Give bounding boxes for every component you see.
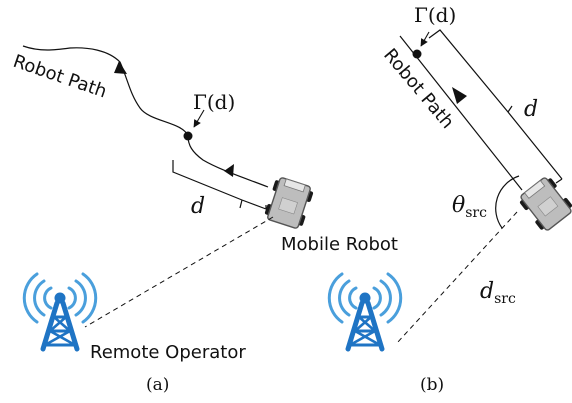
gamma-label-a: Γ(d) <box>193 90 235 114</box>
robot-car-icon-a <box>262 175 316 231</box>
path-arrow-upper-a <box>114 61 127 74</box>
path-arrow-lower-a <box>224 164 234 177</box>
gamma-pointer-b <box>420 31 430 47</box>
theta-subscript: src <box>465 205 487 221</box>
gamma-point-b <box>412 49 422 59</box>
path-arrow-b <box>452 87 467 104</box>
remote-operator-label: Remote Operator <box>90 342 246 363</box>
dsrc-subscript: src <box>494 291 516 307</box>
caption-a: (a) <box>146 375 169 395</box>
theta-symbol: θ <box>452 193 465 218</box>
panel-b: Γ(d) Robot Path d θsrc dsrc (b) <box>329 3 572 395</box>
robot-car-icon-b <box>515 173 572 235</box>
comm-link-a <box>84 216 274 328</box>
distance-bracket-b <box>428 29 563 184</box>
comm-link-b <box>396 211 518 344</box>
robot-path-b <box>399 35 523 191</box>
dsrc-label: dsrc <box>480 279 516 307</box>
gamma-pointer-a <box>193 109 205 128</box>
robot-path-label-a: Robot Path <box>10 51 109 103</box>
angle-arc-b <box>495 175 520 229</box>
distance-d-label-a: d <box>191 194 205 219</box>
panel-a: Γ(d) Robot Path d Mobile Robot Remote Op… <box>10 45 398 395</box>
dsrc-symbol: d <box>480 279 494 304</box>
distance-bracket-a <box>172 160 267 210</box>
caption-b: (b) <box>420 375 444 395</box>
gamma-point-a <box>183 131 193 141</box>
distance-d-label-b: d <box>524 97 538 122</box>
mobile-robot-label: Mobile Robot <box>281 234 398 255</box>
theta-label: θsrc <box>452 193 487 221</box>
radio-tower-icon-a <box>24 274 95 349</box>
robot-path-a <box>22 45 269 188</box>
gamma-label-b: Γ(d) <box>414 3 456 27</box>
radio-tower-icon-b <box>329 274 400 349</box>
